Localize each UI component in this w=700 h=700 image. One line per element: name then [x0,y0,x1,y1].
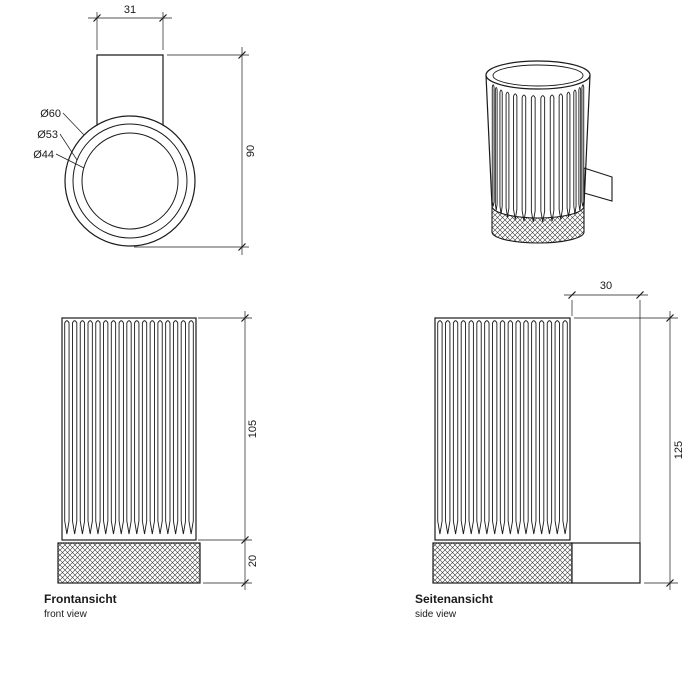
front-dims-group: 105 20 [198,311,259,590]
flute-line [492,320,498,535]
flute-line [554,320,560,535]
flute-line [452,320,459,535]
dim-label-width: 31 [124,4,136,16]
mount-arm-outline [96,54,164,129]
flute-line [549,94,555,222]
dim-label-body-height: 105 [247,420,259,438]
flute-line [79,320,86,535]
dia-label-outer: Ø60 [40,108,61,120]
flute-line [573,89,577,214]
perspective-view [485,60,613,244]
flute-line [507,320,513,535]
flute-line [562,320,568,535]
flute-line [558,93,563,220]
flute-line [95,320,101,535]
flute-line [445,320,451,535]
flute-line [468,320,474,535]
flute-line [165,320,171,535]
flute-line [515,320,521,535]
dim-label-bracket-depth: 30 [600,280,612,292]
body-wall-left [485,74,493,207]
side-dim-bracket-group: 30 [564,280,648,543]
flute-line [188,320,194,535]
flute-line [566,91,571,218]
side-dim-total-group: 125 [574,311,685,590]
dim-depth-group: 90 [134,47,257,255]
diameter-callouts: Ø60 Ø53 Ø44 [33,108,85,169]
flute-line [494,87,498,211]
dim-label-depth: 90 [245,145,257,157]
flute-line [538,320,545,535]
flute-line [476,320,482,535]
flute-line [531,320,537,535]
perspective-flutes [491,84,585,222]
dia-label-inner: Ø44 [33,149,54,161]
side-view-subtitle: side view [415,609,457,620]
leader-middle [59,133,78,161]
leader-inner [55,153,85,169]
knurl-band-3d [491,205,585,244]
dim-label-base-height: 20 [247,555,259,567]
dim-width-group: 31 [88,4,172,50]
front-view: 105 20 Frontansicht front view [44,311,259,620]
flute-line [460,320,467,535]
flute-line [110,320,117,535]
flute-line [64,320,70,535]
side-view-title: Seitenansicht [415,592,493,606]
flute-line [180,320,186,535]
flute-line [499,320,506,535]
flute-line [157,320,163,535]
top-view: 31 90 Ø60 Ø53 Ø44 [33,4,257,255]
flute-line [484,320,490,535]
flute-line [72,320,78,535]
flute-line [126,320,132,535]
body-wall-right [583,74,591,207]
flute-line [546,320,553,535]
front-view-title: Frontansicht [44,592,117,606]
flute-line [540,95,546,222]
dia-label-middle: Ø53 [37,129,58,141]
side-flutes [437,320,568,535]
leader-outer [62,112,85,136]
flute-line [134,320,140,535]
flute-line [103,320,109,535]
side-wall-bracket [571,542,641,584]
side-view: 30 125 Seitenansicht side view [415,280,685,620]
side-knurled-base [432,542,573,584]
flute-line [578,87,582,211]
flute-line [141,320,148,535]
flute-line [437,320,443,535]
front-view-subtitle: front view [44,609,88,620]
front-flutes [64,320,194,535]
flute-line [491,84,495,207]
flute-line [499,89,503,214]
front-body-outline [61,317,197,541]
wall-bracket-3d [583,167,613,202]
inner-circle [81,132,179,230]
flute-line [530,95,536,222]
flute-line [149,320,155,535]
rim-outer-ellipse [485,60,591,90]
flute-line [87,320,93,535]
flute-line [172,320,179,535]
flute-line [513,93,518,220]
side-body-outline [434,317,571,541]
dim-label-total-height: 125 [673,441,685,459]
flute-line [505,91,510,218]
flute-line [523,320,529,535]
front-knurled-base [57,542,201,584]
rim-inner-ellipse [492,64,584,87]
flute-line [581,84,585,207]
flute-line [521,94,527,222]
flute-line [118,320,124,535]
